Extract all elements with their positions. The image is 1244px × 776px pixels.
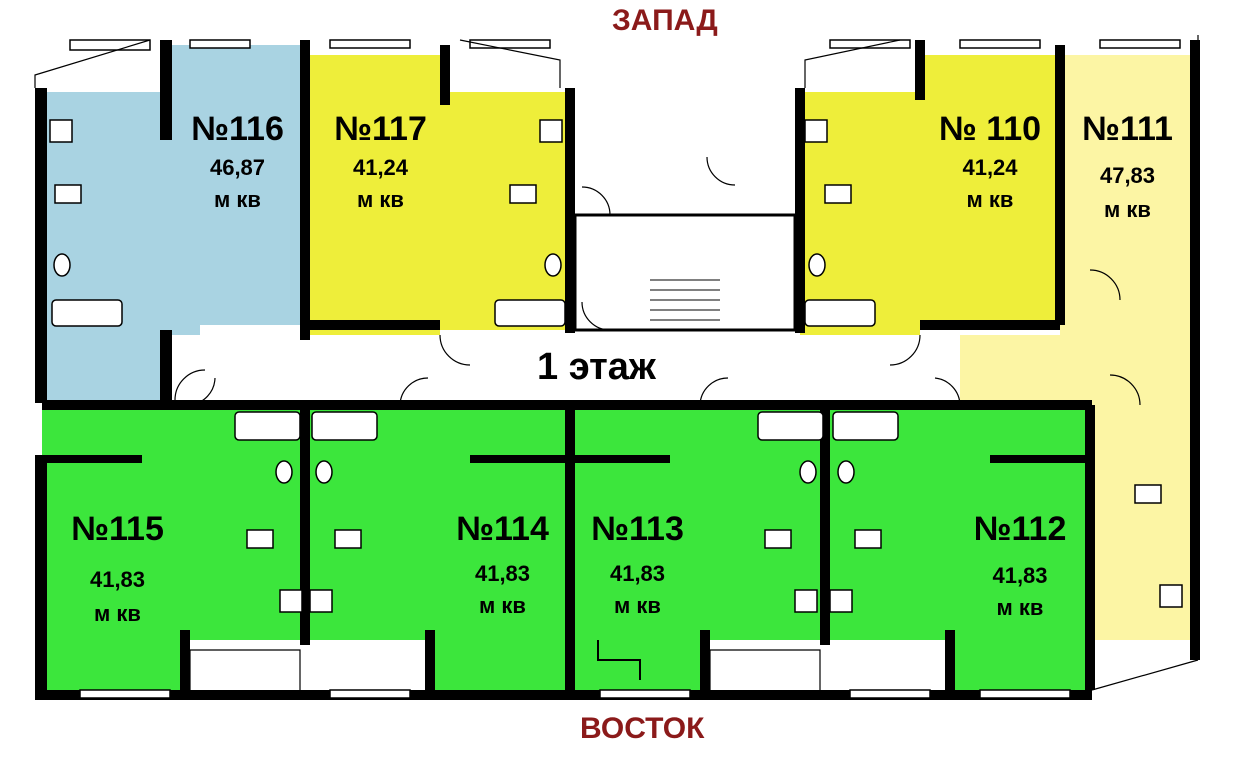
apartment-116-label[interactable]: №116 46,87 м кв	[175, 110, 300, 213]
apartment-number: №115	[71, 510, 164, 548]
direction-west: ЗАПАД	[612, 4, 718, 37]
apartment-unit: м кв	[1104, 197, 1151, 222]
apartment-area: 41,83	[474, 561, 531, 586]
apartment-number: №112	[973, 510, 1067, 548]
apartment-114-zone[interactable]	[300, 405, 565, 690]
apartment-unit: м кв	[996, 595, 1044, 620]
apartment-area: 41,83	[89, 567, 146, 592]
apartment-unit: м кв	[966, 187, 1014, 212]
apartment-unit: м кв	[357, 187, 404, 212]
apartment-number: №116	[191, 110, 284, 148]
apartment-area: 46,87	[209, 155, 266, 180]
apartment-114-label[interactable]: №114 41,83 м кв	[440, 510, 565, 619]
direction-east: ВОСТОК	[580, 712, 705, 745]
apartment-area: 41,24	[352, 155, 409, 180]
apartment-area: 41,83	[609, 561, 666, 586]
apartment-111-label[interactable]: №111 47,83 м кв	[1065, 110, 1190, 223]
apartment-112-label[interactable]: №112 41,83 м кв	[955, 510, 1085, 621]
stoves	[49, 119, 1183, 613]
apartment-unit: м кв	[614, 593, 661, 618]
apartment-113-label[interactable]: №113 41,83 м кв	[575, 510, 700, 619]
apartment-117-label[interactable]: №117 41,24 м кв	[318, 110, 443, 213]
windows	[69, 39, 1181, 699]
apartment-113-zone[interactable]	[570, 405, 825, 690]
door-swings	[174, 156, 1141, 406]
apartment-area: 41,83	[992, 563, 1048, 588]
apartment-117-zone[interactable]	[306, 55, 570, 335]
apartment-111-zone[interactable]	[960, 55, 1190, 640]
apartment-number: №113	[591, 510, 684, 548]
apartment-110-label[interactable]: № 110 41,24 м кв	[925, 110, 1055, 213]
apartment-115-label[interactable]: №115 41,83 м кв	[55, 510, 180, 627]
apartment-number: № 110	[938, 110, 1042, 148]
apartment-number: №117	[334, 110, 427, 148]
stair-steps	[650, 279, 720, 321]
apartment-112-zone[interactable]	[825, 405, 1088, 690]
apartment-115-zone[interactable]	[42, 405, 300, 690]
apartment-number: №111	[1082, 110, 1173, 148]
bathtubs	[51, 299, 899, 441]
apartment-unit: м кв	[479, 593, 526, 618]
apartment-area: 47,83	[1099, 163, 1156, 188]
marker-113	[597, 640, 641, 680]
floor-label: 1 этаж	[537, 346, 656, 388]
staircase-core	[573, 213, 797, 332]
apartment-unit: м кв	[214, 187, 261, 212]
sinks-toilets	[53, 184, 1162, 549]
walls	[35, 40, 1200, 700]
apartment-unit: м кв	[94, 601, 141, 626]
apartment-110-zone[interactable]	[800, 55, 1058, 335]
apartment-area: 41,24	[962, 155, 1018, 180]
balconies	[34, 35, 1199, 700]
apartment-number: №114	[456, 510, 549, 548]
